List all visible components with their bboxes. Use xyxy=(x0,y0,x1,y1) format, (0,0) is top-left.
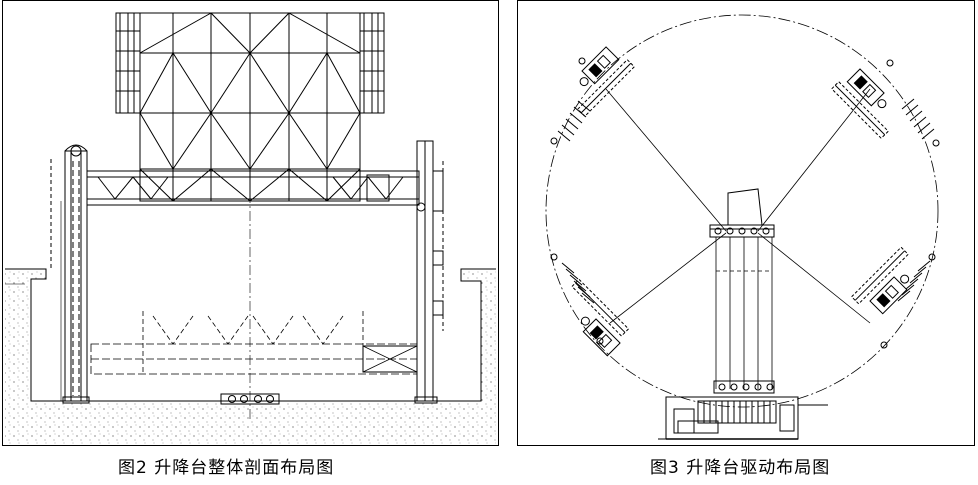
drive-layout-svg xyxy=(545,14,940,440)
lower-platform xyxy=(90,311,418,375)
drive-unit-lower-left xyxy=(571,278,630,357)
radial-shafts xyxy=(605,88,871,324)
figure-2-section-drawing xyxy=(2,0,499,446)
ground-soil xyxy=(5,268,496,444)
gear-ticks-upper-left xyxy=(550,57,591,145)
drive-unit-upper-right xyxy=(831,68,889,140)
figure-2-caption: 图2 升降台整体剖面布局图 xyxy=(118,458,335,478)
outer-circle xyxy=(545,14,939,408)
figure-3-drive-layout xyxy=(517,0,975,446)
drive-unit-lower-right xyxy=(850,246,910,315)
gear-ticks-lower-left xyxy=(550,253,604,345)
cross-truss-beam xyxy=(86,170,420,206)
gear-ticks-upper-right xyxy=(886,59,940,147)
section-drawing-svg xyxy=(5,12,496,444)
right-guide-column xyxy=(414,140,444,404)
gear-ticks-lower-right xyxy=(880,253,936,349)
figure-3-caption: 图3 升降台驱动布局图 xyxy=(650,458,831,478)
drive-unit-upper-left xyxy=(577,46,636,117)
central-hub xyxy=(709,188,775,238)
vertical-shafts xyxy=(715,237,773,389)
lower-motor-assembly xyxy=(658,380,828,440)
left-guide-column xyxy=(50,144,90,404)
